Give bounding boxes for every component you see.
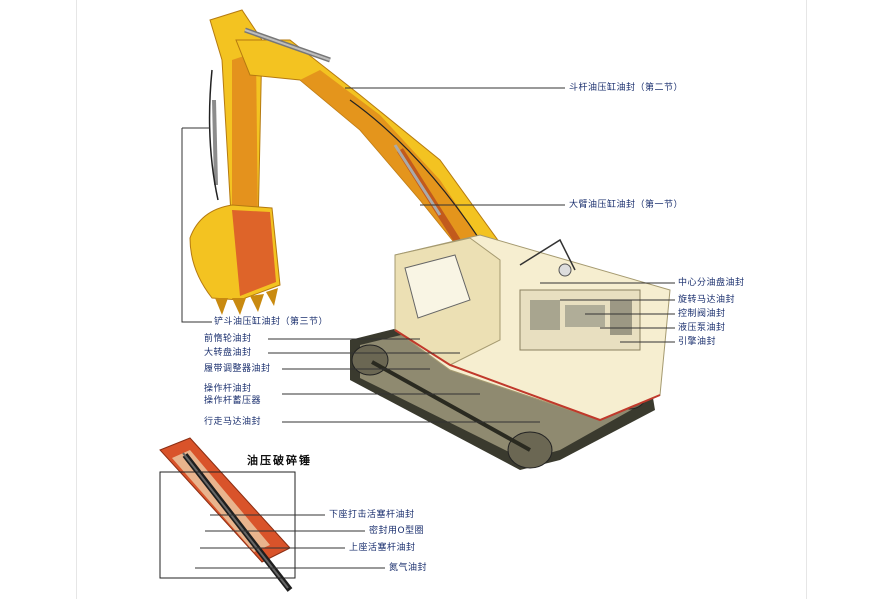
- label-engine-seal: 引擎油封: [678, 337, 717, 347]
- label-arm-cylinder-seal: 斗杆油压缸油封（第二节）: [569, 83, 684, 93]
- label-hydraulic-pump-seal: 液压泵油封: [678, 323, 726, 333]
- label-boom-cylinder-seal: 大臂油压缸油封（第一节）: [569, 200, 684, 210]
- label-swing-bearing-seal: 大转盘油封: [204, 348, 252, 358]
- label-lever-seal: 操作杆油封: [204, 384, 252, 394]
- label-swing-motor-seal: 旋转马达油封: [678, 295, 736, 305]
- label-o-ring: 密封用O型圈: [369, 526, 425, 536]
- label-center-distributor-seal: 中心分油盘油封: [678, 278, 745, 288]
- label-gas-seal: 氮气油封: [389, 563, 428, 573]
- label-travel-motor-seal: 行走马达油封: [204, 417, 262, 427]
- label-upper-piston-seal: 上座活塞杆油封: [349, 543, 416, 553]
- label-control-valve-seal: 控制阀油封: [678, 309, 726, 319]
- label-track-adjuster-seal: 履带调整器油封: [204, 364, 271, 374]
- label-idler-seal: 前惰轮油封: [204, 334, 252, 344]
- label-lower-piston-seal: 下座打击活塞杆油封: [329, 510, 415, 520]
- label-bucket-cylinder-seal: 铲斗油压缸油封（第三节）: [214, 317, 329, 327]
- undercarriage: [350, 320, 655, 470]
- leader-lines: [181, 87, 675, 569]
- breaker-title: 油压破碎锤: [247, 454, 312, 467]
- boom-assembly: [189, 9, 506, 315]
- label-lever-accumulator: 操作杆蓄压器: [204, 396, 262, 406]
- left-frame-line: [76, 0, 77, 599]
- right-frame-line: [806, 0, 807, 599]
